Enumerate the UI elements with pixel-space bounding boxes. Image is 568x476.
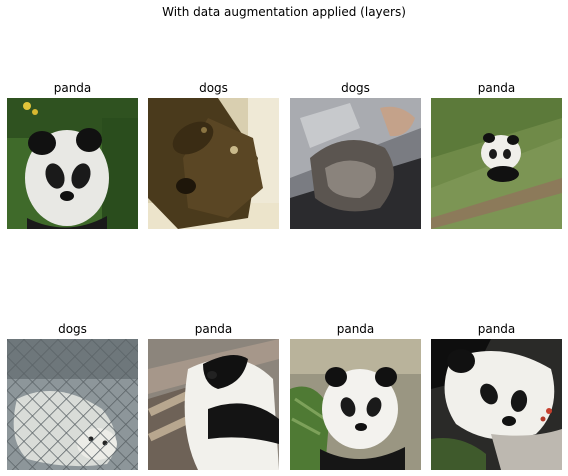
dog-photo: [7, 339, 138, 470]
panda-photo: [431, 339, 562, 470]
panda-photo: [290, 339, 421, 470]
image-label: panda: [336, 322, 375, 336]
panda-photo: [431, 98, 562, 229]
dog-photo: [148, 98, 279, 229]
panda-photo: [148, 339, 279, 470]
figure-title: With data augmentation applied (layers): [162, 5, 406, 19]
image-label: panda: [477, 81, 516, 95]
image-label: panda: [477, 322, 516, 336]
dog-photo: [290, 98, 421, 229]
image-label: dogs: [199, 81, 228, 95]
image-label: dogs: [58, 322, 87, 336]
image-label: panda: [53, 81, 92, 95]
image-label: panda: [194, 322, 233, 336]
image-label: dogs: [341, 81, 370, 95]
panda-photo: [7, 98, 138, 229]
